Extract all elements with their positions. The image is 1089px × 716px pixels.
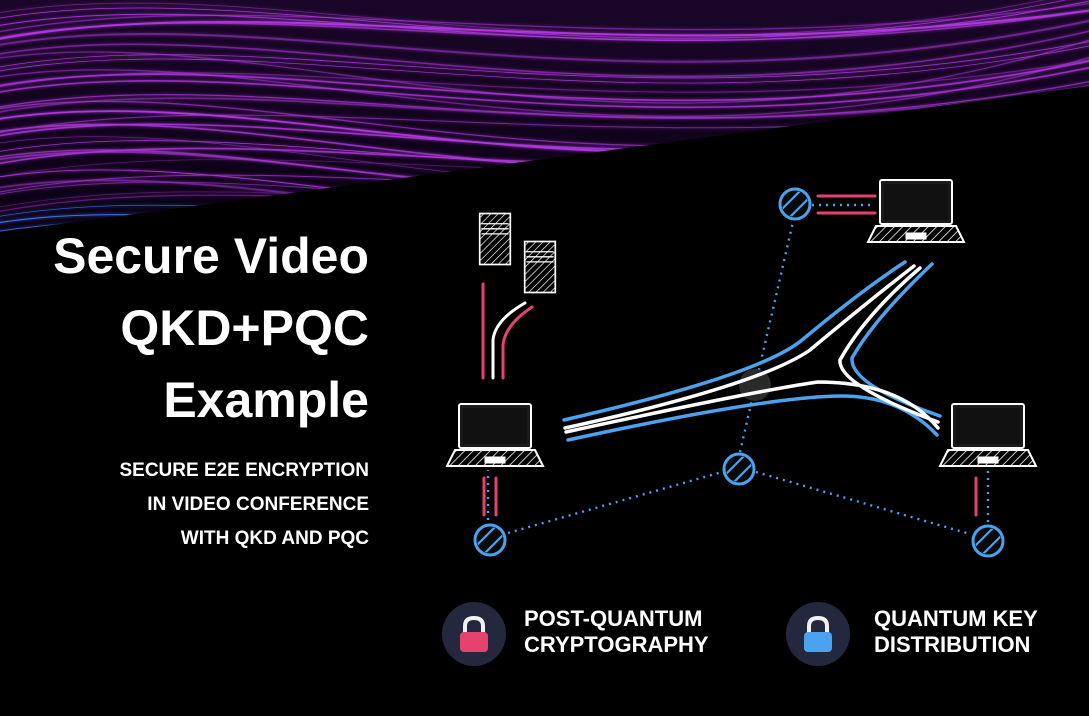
qkd-legend-label: QUANTUM KEY DISTRIBUTION: [874, 606, 1038, 658]
qkd-legend-badge: [786, 602, 850, 666]
fiber-junction: [562, 260, 942, 442]
pqc-channels: [481, 194, 978, 517]
light-streak: [0, 48, 1089, 100]
qkd-node-icon: [972, 525, 1004, 557]
light-streak: [0, 0, 1089, 36]
legend-line: DISTRIBUTION: [874, 632, 1031, 657]
laptop-icon: [939, 403, 1037, 467]
light-streak: [0, 29, 1089, 80]
light-streak: [0, 37, 1089, 117]
title-line: Secure Video: [53, 228, 369, 284]
legend-line: POST-QUANTUM: [524, 606, 703, 631]
qkd-node-icon: [723, 453, 755, 485]
lock-icon: [804, 615, 832, 652]
light-streak: [0, 0, 1089, 46]
light-streak: [0, 68, 1089, 121]
subtitle-line: WITH QKD AND PQC: [180, 528, 369, 549]
pqc-legend-badge: [442, 602, 506, 666]
laptop-icon: [867, 179, 965, 243]
light-streak: [0, 15, 1089, 78]
subtitle-line: SECURE E2E ENCRYPTION: [119, 460, 369, 481]
page-subtitle: SECURE E2E ENCRYPTION IN VIDEO CONFERENC…: [29, 454, 369, 556]
page-title: Secure Video QKD+PQC Example: [9, 220, 369, 436]
server-icon: [478, 212, 512, 266]
legend-line: CRYPTOGRAPHY: [524, 632, 709, 657]
light-streak: [0, 33, 1089, 84]
qkd-node-icon: [779, 188, 811, 220]
lock-icon: [460, 615, 488, 652]
light-streak-banner: [0, 0, 1089, 232]
light-streak: [0, 6, 1089, 63]
title-line: QKD+PQC: [120, 300, 369, 356]
pqc-legend-label: POST-QUANTUM CRYPTOGRAPHY: [524, 606, 709, 658]
light-streak: [0, 184, 1089, 232]
server-icon: [523, 240, 557, 294]
laptop-icon: [446, 403, 544, 467]
light-streak: [0, 0, 1089, 53]
light-streak: [0, 73, 1089, 126]
qkd-node-icon: [474, 524, 506, 556]
subtitle-line: IN VIDEO CONFERENCE: [147, 494, 369, 515]
title-line: Example: [163, 372, 369, 428]
qkd-dotted-links: [486, 203, 990, 536]
legend-line: QUANTUM KEY: [874, 606, 1038, 631]
light-streak: [0, 53, 1089, 109]
